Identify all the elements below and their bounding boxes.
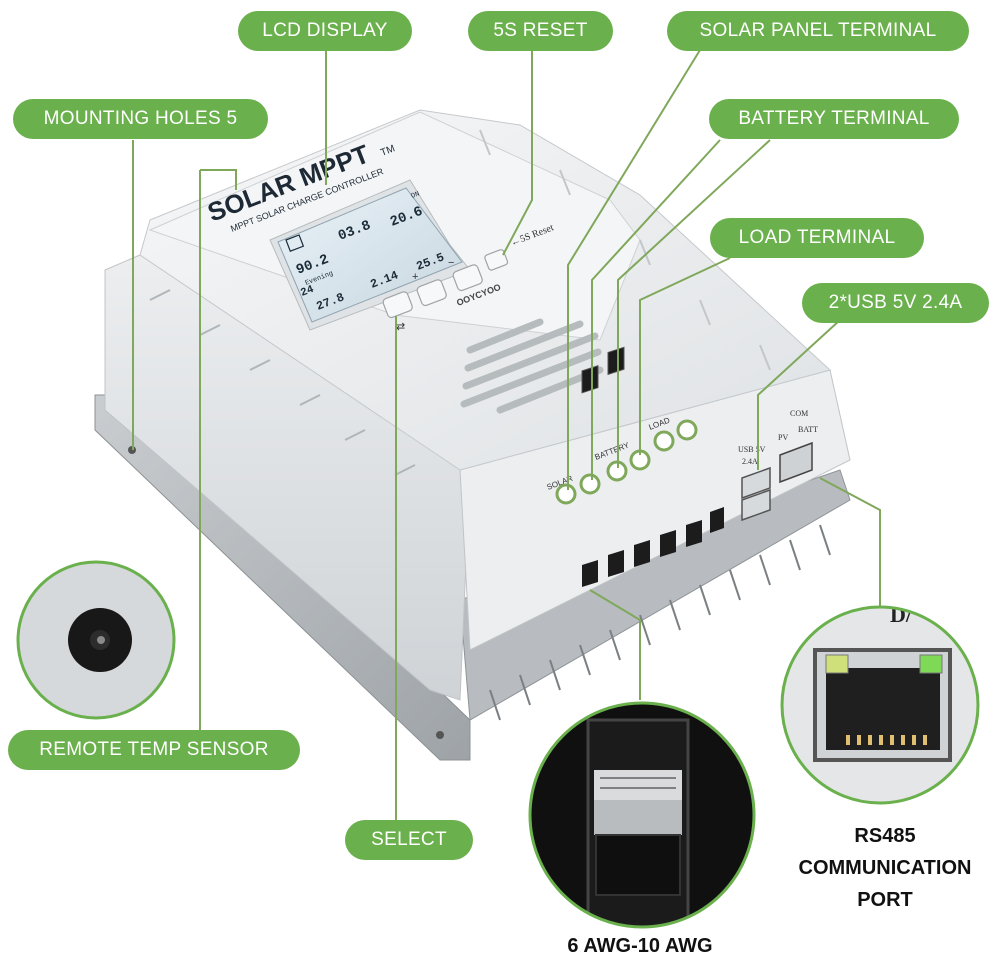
solar-panel-icon — [285, 234, 305, 252]
terminal-screw[interactable] — [676, 419, 698, 441]
port-label-usb: USB 5V — [738, 445, 766, 454]
minus-button[interactable] — [452, 264, 483, 292]
reset-button[interactable] — [484, 249, 509, 271]
fin-lines — [489, 524, 831, 721]
terminal-screw[interactable] — [579, 473, 601, 495]
label-mounting-holes: MOUNTING HOLES 5 — [13, 99, 268, 139]
callout-lines — [132, 49, 881, 820]
port-label-batt: BATT — [798, 425, 818, 434]
caption-rs485-line2: COMMUNICATION — [798, 857, 972, 879]
mounting-hole — [436, 731, 444, 739]
usb-port[interactable] — [741, 488, 771, 522]
caption-rs485: RS485 COMMUNICATION PORT — [780, 820, 990, 916]
caption-rs485-line3: PORT — [857, 889, 913, 911]
label-select: SELECT — [345, 820, 473, 860]
vent-slots — [460, 318, 604, 414]
minus-mark: − — [448, 257, 454, 269]
caption-awg-text: 6 AWG-10 AWG — [567, 935, 713, 957]
port-label-pv: PV — [778, 433, 788, 442]
usb-port[interactable] — [741, 466, 771, 500]
wire-slot-row — [582, 507, 724, 587]
plus-mark: + — [412, 271, 418, 283]
caption-rs485-line1: RS485 — [854, 825, 916, 847]
lcd-indicator: ON — [410, 190, 421, 200]
rj45-port[interactable] — [779, 441, 813, 484]
select-button[interactable] — [382, 291, 413, 319]
port-label-usb-amps: 2.4A — [742, 457, 758, 466]
lcd-screen — [277, 187, 463, 323]
wire-slots — [581, 346, 625, 394]
label-usb: 2*USB 5V 2.4A — [802, 283, 989, 323]
label-load-terminal: LOAD TERMINAL — [710, 218, 924, 258]
select-mark: ⇄ — [396, 321, 405, 333]
terminal-screw[interactable] — [555, 483, 577, 505]
label-solar-panel-terminal: SOLAR PANEL TERMINAL — [667, 11, 969, 51]
port-label-com: COM — [790, 409, 808, 418]
rj45-corner-text: D/ — [890, 602, 913, 627]
terminal-screw[interactable] — [653, 430, 675, 452]
top-ridges — [479, 129, 771, 371]
label-battery-terminal: BATTERY TERMINAL — [709, 99, 959, 139]
lcd-time-value: 24 — [299, 284, 316, 300]
side-ridges — [149, 289, 416, 476]
zoom-temp-sensor — [16, 560, 176, 720]
zoom-rj45: D/ — [780, 602, 980, 805]
plus-button[interactable] — [416, 279, 447, 307]
trademark: TM — [379, 143, 396, 158]
label-remote-temp-sensor: REMOTE TEMP SENSOR — [8, 730, 300, 770]
label-lcd-display: LCD DISPLAY — [238, 11, 412, 51]
label-5s-reset: 5S RESET — [468, 11, 613, 51]
caption-awg: 6 AWG-10 AWG — [540, 930, 740, 962]
terminal-screws — [555, 419, 698, 505]
zoom-wire-terminal — [528, 701, 756, 929]
